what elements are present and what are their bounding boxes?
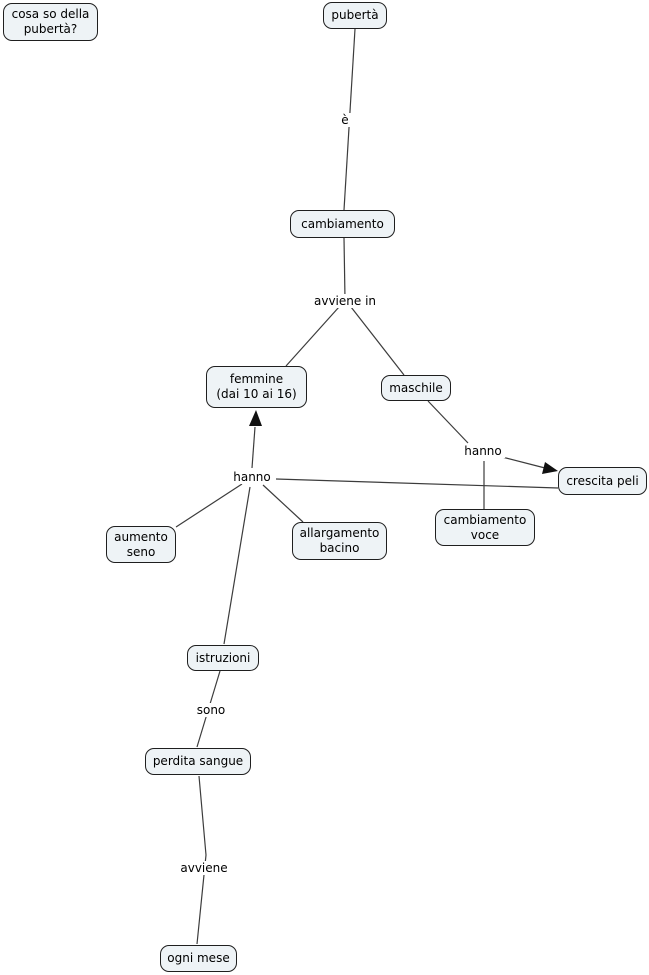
edge-perdita-sangue-ogni-mese [196,775,207,945]
concept-node-crescita-peli[interactable]: crescita peli [558,467,647,495]
link-label-sono[interactable]: sono [193,703,229,717]
concept-node-allargamento-bacino[interactable]: allargamento bacino [292,522,387,560]
edge-hanno-femmine [251,426,256,469]
edge-hanno-allargamento [262,484,304,523]
concept-node-ogni-mese[interactable]: ogni mese [160,945,237,972]
edge-hanno-crescita-peli [275,478,559,489]
concept-node-aumento-seno[interactable]: aumento seno [106,526,176,563]
arrowhead-up-femmine [249,410,262,426]
concept-node-maschile[interactable]: maschile [381,375,451,401]
arrowhead-right-crescita-peli [542,462,558,474]
concept-node-femmine[interactable]: femmine (dai 10 ai 16) [206,366,307,408]
concept-node-cambiamento[interactable]: cambiamento [290,210,395,238]
link-label-avviene[interactable]: avviene [177,861,231,875]
edge-cambiamento-avviene-in [343,237,346,300]
edge-hanno-m-crescita-peli [501,456,546,469]
edge-avviene-in-femmine [285,306,340,367]
edge-avviene-in-maschile [350,306,405,376]
link-label-e[interactable]: è [338,113,352,127]
edge-hanno-istruzioni [223,486,251,645]
concept-node-cambiamento-voce[interactable]: cambiamento voce [435,509,535,546]
concept-node-istruzioni[interactable]: istruzioni [187,645,259,671]
link-label-avviene-in[interactable]: avviene in [310,294,380,308]
concept-node-question[interactable]: cosa so della pubertà? [3,3,98,41]
edge-hanno-aumento-seno [175,483,243,528]
concept-node-puberta[interactable]: pubertà [323,2,387,29]
link-label-hanno-maschile[interactable]: hanno [461,444,505,458]
link-label-hanno-femmine[interactable]: hanno [230,470,274,484]
concept-node-perdita-sangue[interactable]: perdita sangue [145,748,251,775]
edge-maschile-hanno [427,400,469,444]
